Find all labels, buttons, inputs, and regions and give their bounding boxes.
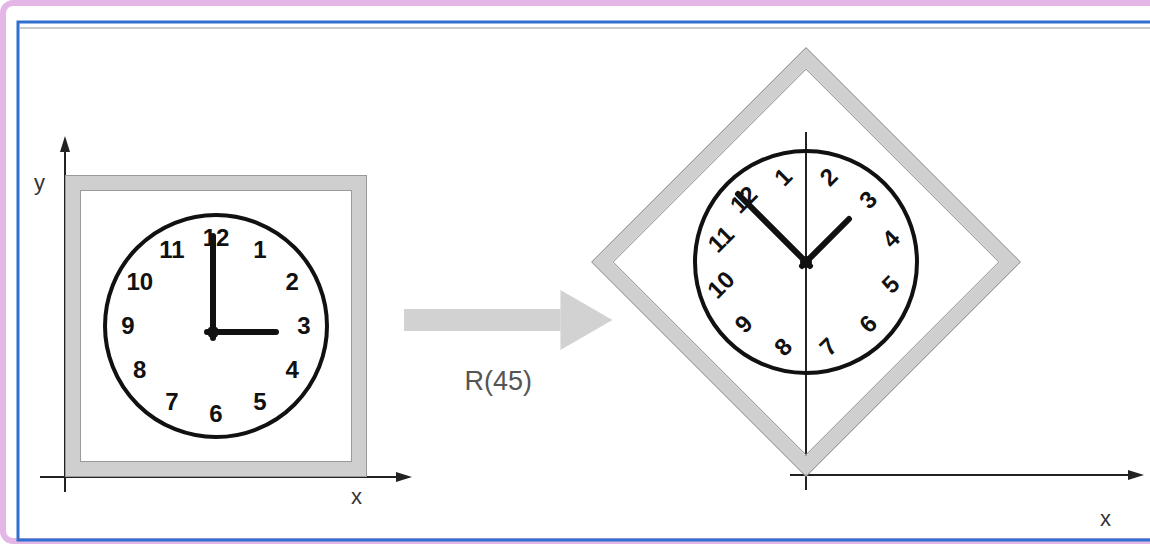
clock-number: 10 [703, 267, 739, 303]
clock-number: 7 [816, 334, 842, 360]
axis-label: x [351, 486, 362, 508]
clock-center [207, 326, 219, 338]
clock-number: 1 [253, 238, 266, 262]
clock-number: 10 [126, 270, 153, 294]
clock-center [800, 256, 812, 268]
inner-border [18, 22, 1150, 540]
clock-number: 4 [878, 226, 904, 252]
x-axis [790, 474, 1132, 476]
clock-number: 11 [704, 222, 739, 257]
clock-number: 2 [816, 164, 842, 190]
minute-hand [210, 236, 216, 338]
axis-arrowhead [396, 472, 412, 482]
clock-number: 6 [209, 402, 222, 426]
clock-frame: 12 12 3 45 6 78 9 1011 [66, 176, 366, 476]
x-axis [40, 476, 400, 478]
clock-number: 3 [855, 187, 881, 213]
clock-number: 8 [770, 334, 796, 360]
outer-border [3, 3, 1150, 541]
axis-arrowhead [1128, 470, 1144, 480]
y-axis [805, 132, 807, 490]
axis-label: y [34, 172, 45, 194]
clock-number: 5 [878, 272, 904, 298]
clock-number: 4 [286, 358, 299, 382]
clock-number: 12 [726, 182, 762, 218]
clock-number: 9 [121, 314, 134, 338]
clock-number: 11 [159, 238, 184, 262]
clock-number: 3 [297, 314, 310, 338]
axis-arrowhead [60, 136, 70, 152]
clock-number: 8 [133, 358, 146, 382]
axis-label: x [1100, 508, 1111, 530]
top-rule [20, 27, 1150, 29]
clock-number: 12 [203, 226, 230, 250]
clock-face: 12 12 3 45 6 78 9 1011 [103, 213, 329, 439]
clock-number: 1 [770, 164, 796, 190]
clock-face: 121234567891011 [646, 102, 966, 422]
clock-number: 2 [286, 270, 299, 294]
clock-number: 7 [165, 390, 178, 414]
transform-arrow [404, 290, 612, 350]
clock-number: 9 [731, 311, 757, 337]
clock-frame: 121234567891011 [592, 48, 1019, 475]
transform-label: R(45) [464, 368, 532, 395]
clock-number: 5 [253, 390, 266, 414]
clock-number: 6 [855, 311, 881, 337]
